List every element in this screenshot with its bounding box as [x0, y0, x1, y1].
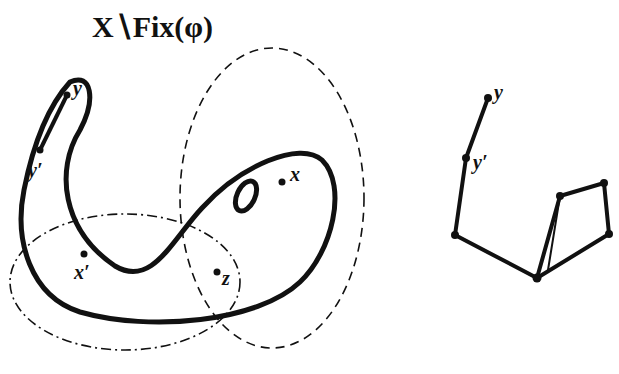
vertex — [451, 231, 459, 239]
vertex — [600, 179, 608, 187]
vertex — [462, 154, 470, 162]
vertex — [533, 274, 542, 283]
point — [64, 92, 71, 99]
point-label: x — [290, 164, 300, 184]
vertex — [605, 230, 613, 238]
point-label: y′ — [473, 152, 488, 172]
vertex — [484, 94, 492, 102]
path-segment — [40, 95, 67, 150]
point-label: y — [73, 78, 82, 98]
point-label: y — [494, 82, 503, 102]
points — [37, 92, 286, 276]
chain-edge — [537, 234, 609, 278]
chain-edge — [455, 235, 537, 278]
point — [37, 147, 44, 154]
point — [214, 269, 221, 276]
chain-vertices — [451, 94, 613, 283]
chain-edge — [455, 158, 466, 235]
vertex — [556, 192, 564, 200]
point — [81, 251, 88, 258]
hole — [231, 178, 261, 215]
point-label: z — [222, 268, 230, 288]
chain-edge — [548, 196, 560, 270]
region-outline — [21, 80, 335, 322]
point-label: x′ — [74, 262, 90, 282]
chain-edge — [560, 183, 604, 196]
chain-edge — [466, 98, 488, 158]
point-label: y′ — [28, 160, 43, 180]
chain-graph — [455, 98, 609, 278]
dashdot-neighbourhood — [10, 214, 240, 350]
figure-title: X∖Fix(φ) — [92, 12, 213, 42]
chain-edge — [604, 183, 609, 234]
point — [279, 179, 286, 186]
